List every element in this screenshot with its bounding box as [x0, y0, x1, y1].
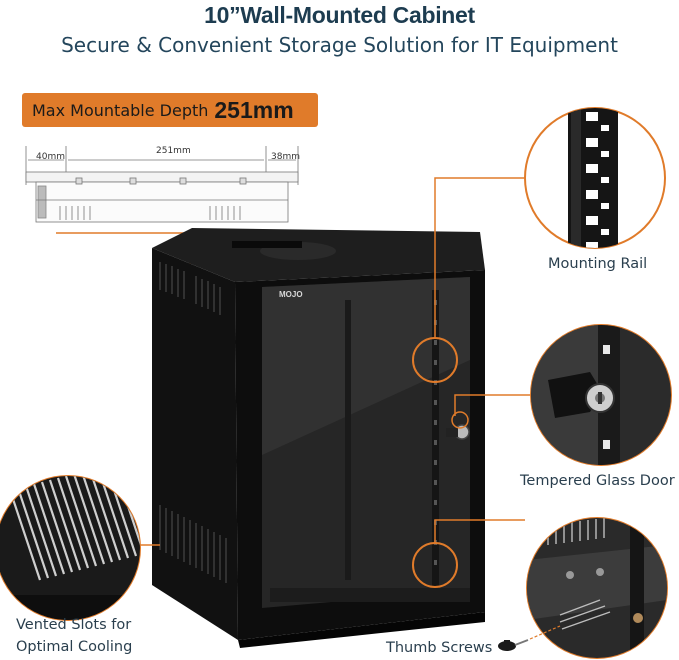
max-depth-badge: Max Mountable Depth 251mm: [22, 93, 318, 127]
lock-marker-circle: [451, 411, 469, 429]
glass-door-zoom: [530, 324, 672, 466]
vented-slots-label-line1: Vented Slots for: [16, 617, 132, 633]
rail-leader-line: [434, 177, 524, 338]
screw-leader-line: [434, 519, 525, 543]
door-leader-line: [454, 394, 530, 416]
dimension-middle: 251mm: [156, 146, 191, 156]
mounting-rail-label: Mounting Rail: [548, 256, 648, 272]
vented-slots-label-line2: Optimal Cooling: [16, 639, 133, 655]
vented-slots-zoom: [0, 475, 141, 621]
max-depth-label: Max Mountable Depth: [32, 100, 209, 120]
dimension-left: 40mm: [36, 152, 65, 162]
max-depth-value: 251mm: [214, 96, 294, 123]
page-subtitle: Secure & Convenient Storage Solution for…: [61, 33, 618, 57]
page-title: 10”Wall-Mounted Cabinet: [204, 2, 475, 28]
tempered-glass-door-label: Tempered Glass Door: [520, 473, 675, 489]
brand-logo: MOJO: [279, 290, 303, 299]
thumb-screws-zoom: [526, 517, 668, 659]
thumb-screws-label: Thumb Screws: [386, 640, 493, 656]
dimension-right: 38mm: [271, 152, 300, 162]
mounting-rail-zoom: [524, 107, 666, 249]
thumb-screw-icon: [498, 625, 561, 651]
side-view-drawing: [25, 146, 299, 223]
